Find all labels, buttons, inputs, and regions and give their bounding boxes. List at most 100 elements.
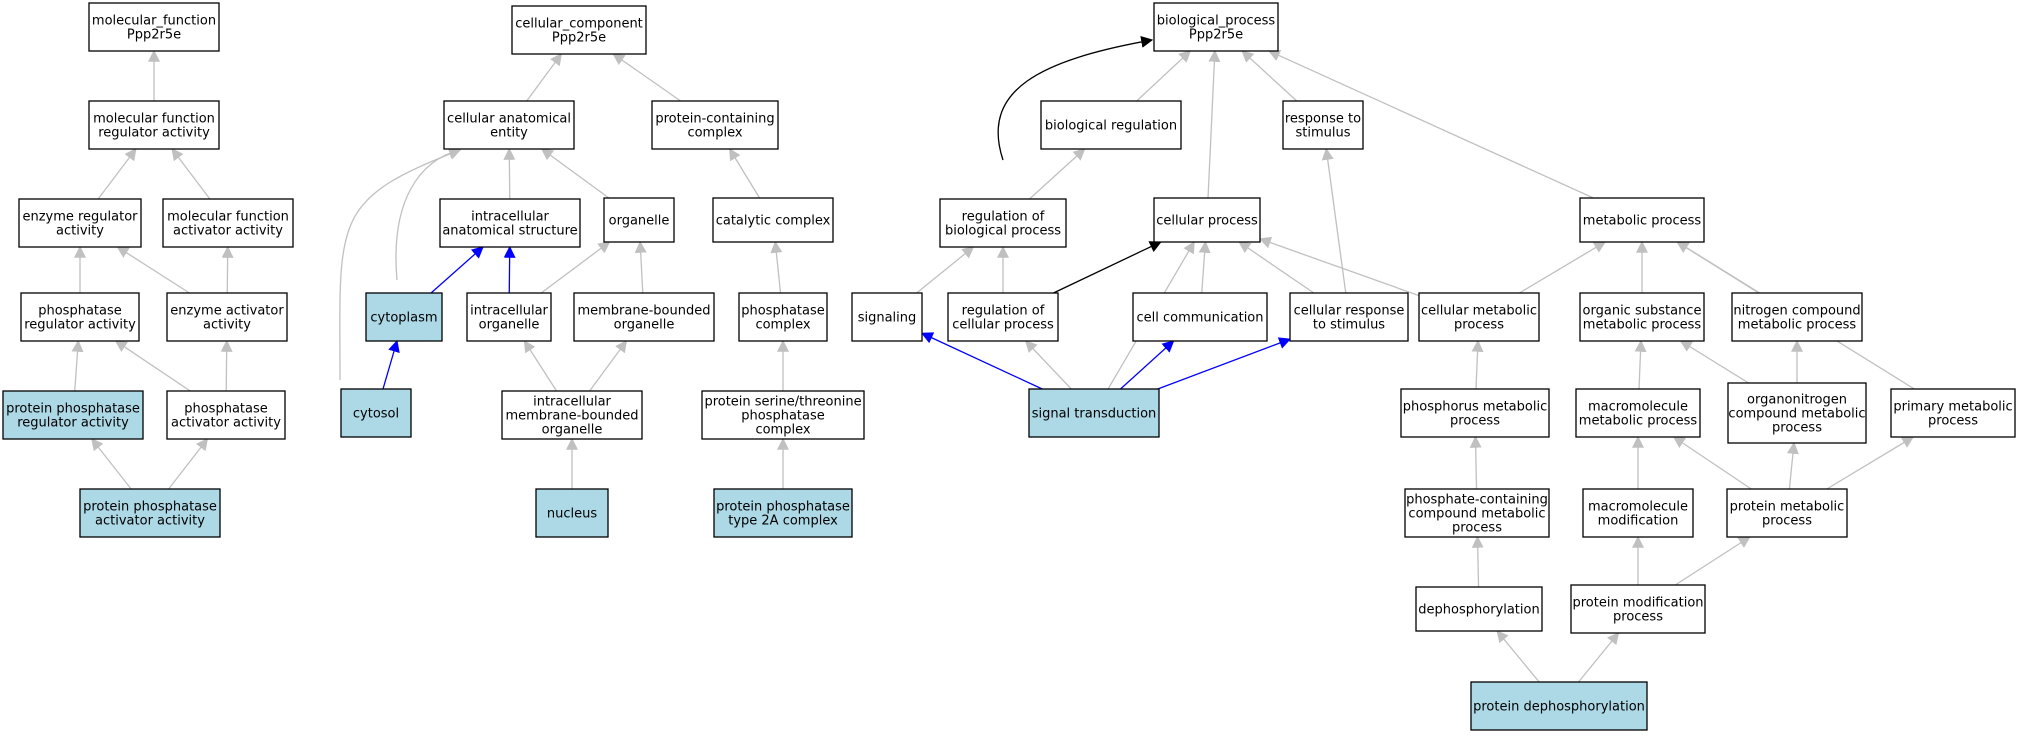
edge-sig_trans-to-cell_comm xyxy=(1120,340,1175,390)
node-box xyxy=(1470,681,1648,731)
go-term-node-signaling[interactable]: signaling xyxy=(851,292,923,342)
node-label: protein phosphatase xyxy=(716,500,850,515)
go-term-node-organelle[interactable]: organelle xyxy=(603,197,675,243)
node-label: activator activity xyxy=(171,416,281,431)
node-box xyxy=(466,292,552,342)
node-label: Ppp2r5e xyxy=(1189,28,1243,43)
node-label: cytosol xyxy=(353,407,399,422)
edge-pp_act-to-phos_act xyxy=(168,438,209,490)
node-label: molecular_function xyxy=(92,14,216,29)
go-term-node-prot_dephos[interactable]: protein dephosphorylation xyxy=(1470,681,1648,731)
go-term-node-catalytic[interactable]: catalytic complex xyxy=(712,197,834,243)
node-label: cellular_component xyxy=(515,17,643,32)
go-term-node-pst[interactable]: protein serine/threoninephosphatasecompl… xyxy=(701,390,865,440)
edge-enz_reg-to-mf_reg xyxy=(97,148,137,200)
edge-sig_trans-to-cell_resp xyxy=(1157,337,1292,390)
node-label: activity xyxy=(203,318,251,333)
node-label: process xyxy=(1454,318,1504,333)
node-box xyxy=(1731,292,1863,342)
node-label: metabolic process xyxy=(1579,414,1698,429)
node-box xyxy=(947,292,1059,342)
go-term-node-sig_trans[interactable]: signal transduction xyxy=(1028,388,1160,438)
node-box xyxy=(443,100,575,150)
node-label: membrane-bounded xyxy=(505,409,638,424)
go-term-node-cell_comm[interactable]: cell communication xyxy=(1132,292,1268,342)
edge-reg_bio-to-bp_root xyxy=(997,35,1154,161)
node-label: protein phosphatase xyxy=(6,402,140,417)
go-term-node-cytoplasm[interactable]: cytoplasm xyxy=(365,292,443,342)
node-box xyxy=(88,100,220,150)
node-label: catalytic complex xyxy=(716,214,831,229)
edge-prot_metab-to-macro_metab xyxy=(1672,436,1752,490)
node-label: regulation of xyxy=(962,210,1045,225)
node-label: molecular function xyxy=(167,210,289,225)
edge-imbo-to-io xyxy=(523,339,558,392)
node-label: compound metabolic xyxy=(1728,407,1865,422)
node-label: phosphorus metabolic xyxy=(1403,400,1547,415)
node-label: regulator activity xyxy=(24,318,136,333)
node-label: protein-containing xyxy=(655,112,774,127)
node-label: phosphatase xyxy=(38,304,122,319)
edge-pcc-to-cc_root xyxy=(612,53,682,102)
go-term-node-metab[interactable]: metabolic process xyxy=(1579,197,1705,243)
go-term-node-bio_reg[interactable]: biological regulation xyxy=(1040,100,1182,150)
node-box xyxy=(1727,382,1867,444)
node-box xyxy=(18,198,142,248)
node-label: signaling xyxy=(858,311,917,326)
edge-prot_metab-to-organonitro xyxy=(1786,441,1799,490)
node-label: complex xyxy=(755,318,810,333)
edge-mbo-to-organelle xyxy=(634,240,647,294)
edge-imbo-to-mbo xyxy=(589,340,628,392)
node-box xyxy=(1400,388,1550,438)
edge-prot_dephos-to-prot_mod xyxy=(1578,632,1620,683)
edge-reg_bio-to-bio_reg xyxy=(1029,148,1086,200)
go-term-node-dephos[interactable]: dephosphorylation xyxy=(1415,586,1543,632)
go-term-node-cytosol[interactable]: cytosol xyxy=(340,388,412,438)
go-term-node-cell_proc[interactable]: cellular process xyxy=(1153,197,1261,243)
edge-cytoplasm-to-ias xyxy=(430,246,484,294)
node-label: type 2A complex xyxy=(728,514,838,529)
node-label: complex xyxy=(755,423,810,438)
edge-phos_act-to-phos_reg xyxy=(114,340,191,392)
node-label: modification xyxy=(1598,514,1679,529)
go-term-node-nucleus[interactable]: nucleus xyxy=(535,488,609,538)
node-label: to stimulus xyxy=(1313,318,1385,333)
node-label: stimulus xyxy=(1295,126,1350,141)
node-box xyxy=(166,390,286,440)
node-label: Ppp2r5e xyxy=(552,31,606,46)
